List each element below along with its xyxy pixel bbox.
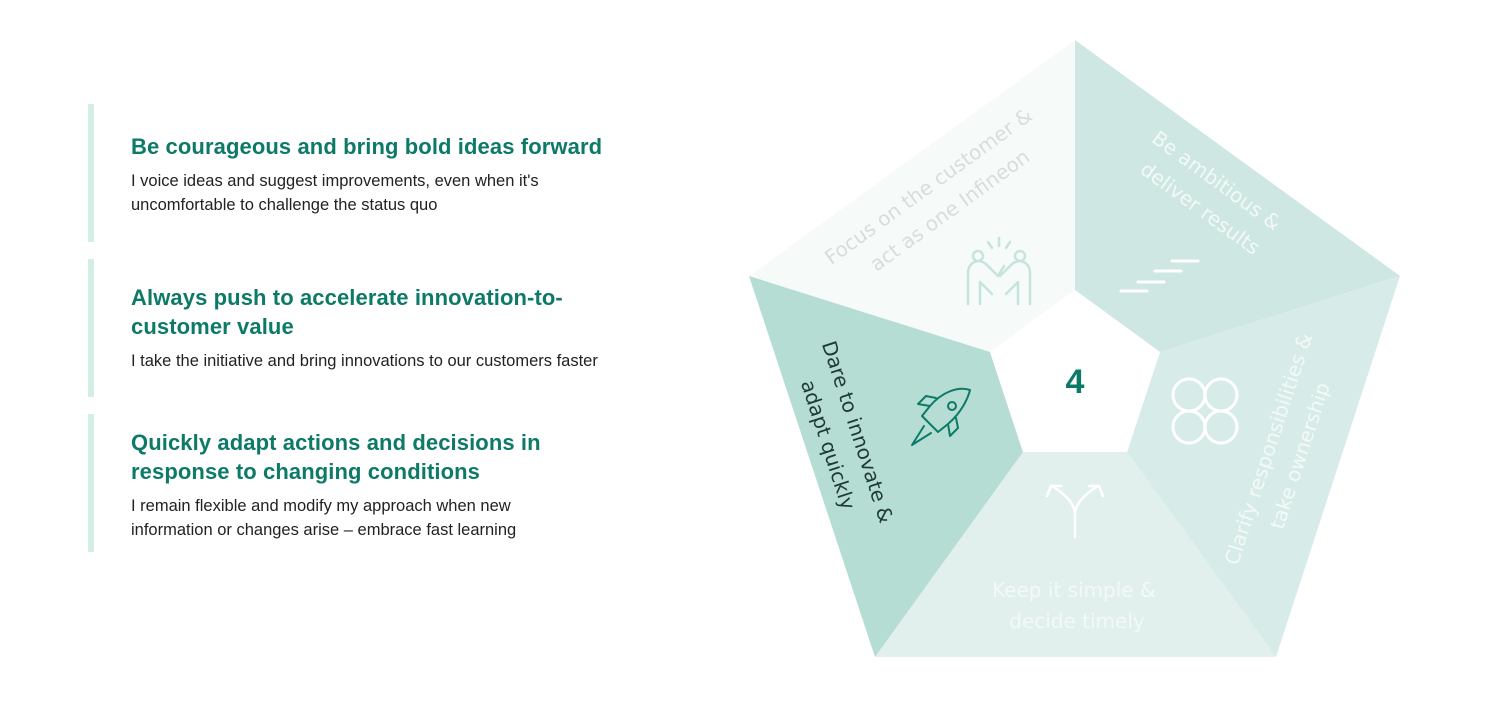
value-title: Quickly adapt actions and decisions in r… (131, 428, 694, 486)
value-adapt: Quickly adapt actions and decisions in r… (88, 414, 694, 552)
value-title-line: response to changing conditions (131, 459, 481, 484)
value-title-line: Always push to accelerate innovation-to- (131, 285, 563, 310)
value-desc-line: I take the initiative and bring innovati… (131, 352, 598, 370)
stairs-icon (1119, 259, 1200, 293)
value-description: I take the initiative and bring innovati… (131, 349, 694, 373)
pentagon-center (990, 290, 1160, 452)
segment-dare (749, 276, 1023, 657)
high-five-icon (966, 236, 1032, 306)
segment-focus (749, 40, 1075, 352)
value-title-line: Quickly adapt actions and decisions in (131, 430, 541, 455)
value-accelerate: Always push to accelerate innovation-to-… (88, 259, 694, 397)
segment-simple (875, 452, 1276, 657)
value-title: Always push to accelerate innovation-to-… (131, 283, 694, 341)
value-description: I remain flexible and modify my approach… (131, 494, 694, 542)
segment-ambitious (1075, 40, 1400, 352)
values-list: Be courageous and bring bold ideas forwa… (0, 0, 700, 722)
value-title-line: customer value (131, 314, 294, 339)
center-number: 4 (1066, 363, 1085, 401)
value-courageous: Be courageous and bring bold ideas forwa… (88, 104, 694, 242)
value-desc-line: I voice ideas and suggest improvements, … (131, 172, 539, 190)
segment-clarify (1127, 276, 1400, 657)
segment-label-simple: Keep it simple & decide timely (992, 578, 1162, 633)
value-title: Be courageous and bring bold ideas forwa… (131, 134, 603, 159)
four-petal-icon (1171, 377, 1239, 445)
value-desc-line: information or changes arise – embrace f… (131, 521, 517, 539)
rocket-icon (911, 387, 971, 446)
split-arrow-icon (1045, 484, 1105, 539)
value-desc-line: uncomfortable to challenge the status qu… (131, 196, 438, 214)
value-desc-line: I remain flexible and modify my approach… (131, 497, 511, 515)
value-description: I voice ideas and suggest improvements, … (131, 169, 694, 217)
